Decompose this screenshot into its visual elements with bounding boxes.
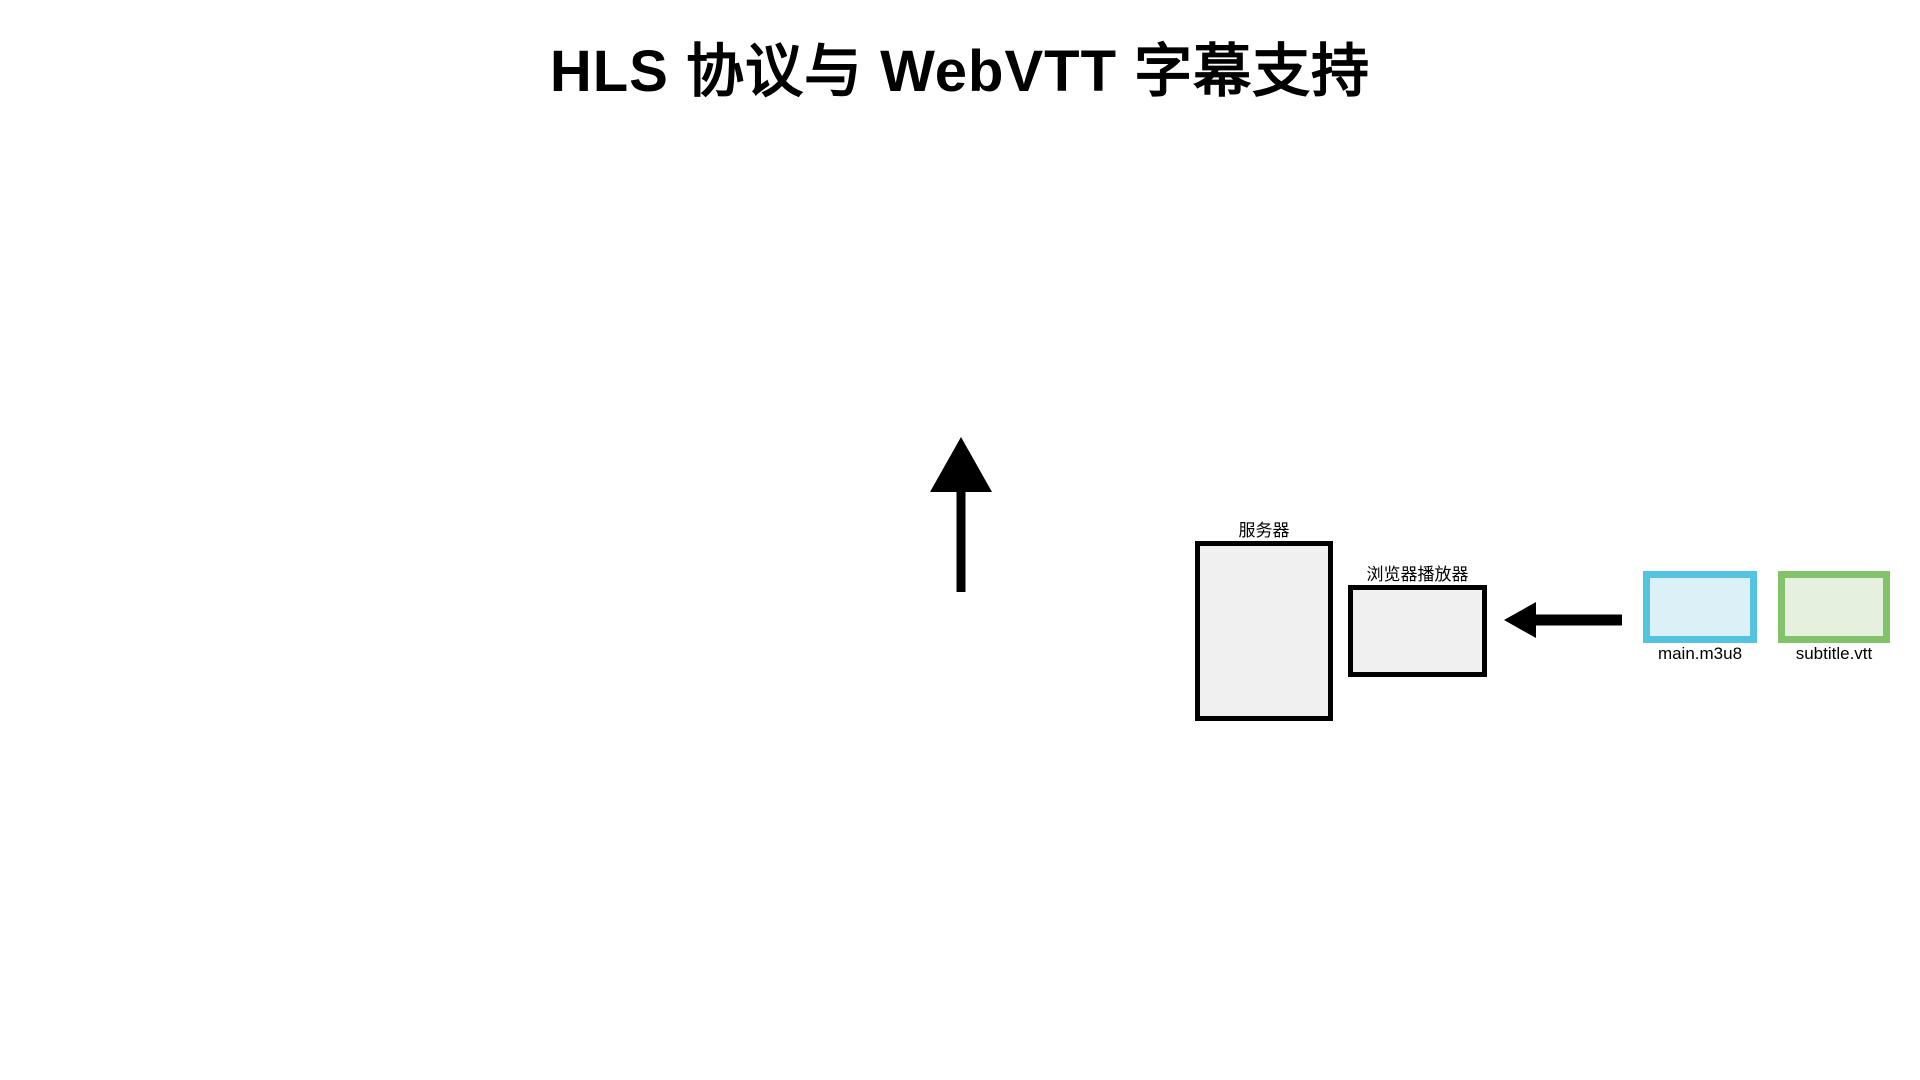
- arrow-left: [1504, 602, 1622, 638]
- node-playlist-file-label: main.m3u8: [1657, 644, 1743, 663]
- node-subtitle-file-label: subtitle.vtt: [1795, 644, 1873, 663]
- page-title: HLS 协议与 WebVTT 字幕支持: [549, 39, 1371, 104]
- arrow-up-head: [930, 437, 992, 492]
- arrow-left-head: [1504, 602, 1536, 638]
- node-server[interactable]: 服务器: [1195, 522, 1333, 721]
- node-browser-player-label: 浏览器播放器: [1366, 565, 1469, 584]
- arrow-up: [930, 437, 992, 592]
- node-playlist-file[interactable]: main.m3u8: [1643, 571, 1757, 662]
- node-subtitle-file[interactable]: subtitle.vtt: [1778, 571, 1890, 662]
- node-browser-player[interactable]: 浏览器播放器: [1348, 566, 1487, 677]
- node-server-label: 服务器: [1238, 521, 1290, 540]
